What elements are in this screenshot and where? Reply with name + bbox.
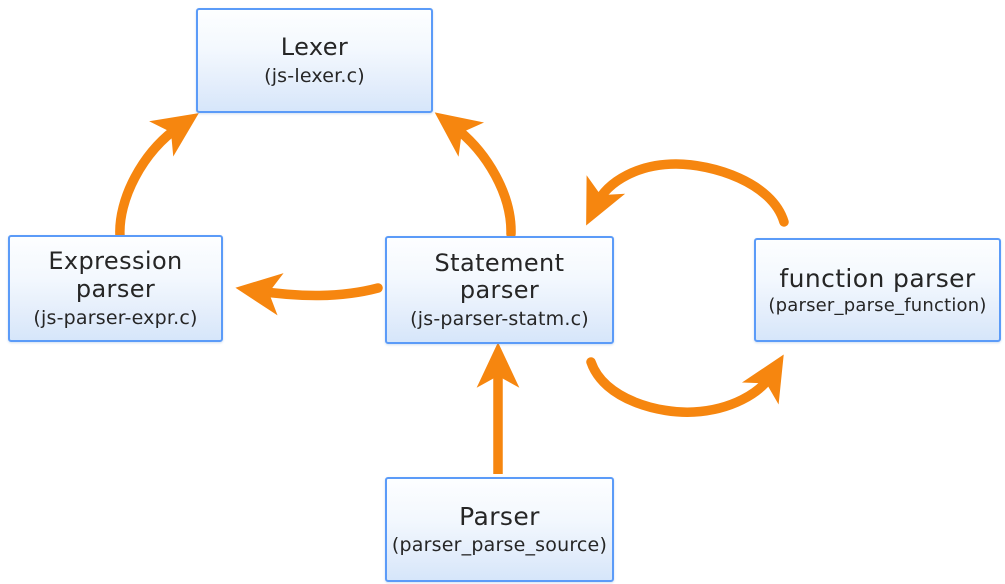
edge-statement-to-lexer — [434, 112, 516, 239]
node-lexer-title: Lexer — [280, 33, 349, 62]
node-function-parser[interactable]: function parser (parser_parse_function) — [754, 238, 1001, 342]
node-expression-parser[interactable]: Expression parser (js-parser-expr.c) — [8, 235, 223, 342]
node-lexer-subtitle: (js-lexer.c) — [264, 64, 365, 87]
node-statement-parser[interactable]: Statement parser (js-parser-statm.c) — [385, 236, 614, 344]
node-expression-parser-title: Expression parser — [48, 247, 183, 303]
edge-statement-to-function — [586, 354, 784, 417]
node-function-parser-subtitle: (parser_parse_function) — [768, 294, 987, 316]
node-parser-subtitle: (parser_parse_source) — [391, 534, 608, 557]
node-parser-title: Parser — [459, 502, 540, 532]
node-statement-parser-subtitle: (js-parser-statm.c) — [410, 308, 589, 331]
edge-function-to-statement — [586, 159, 789, 227]
edge-statement-to-expression — [235, 273, 383, 316]
edge-expression-to-lexer — [115, 113, 199, 241]
node-parser[interactable]: Parser (parser_parse_source) — [385, 477, 614, 582]
node-expression-parser-subtitle: (js-parser-expr.c) — [33, 306, 198, 329]
node-statement-parser-title: Statement parser — [434, 248, 565, 305]
node-lexer[interactable]: Lexer (js-lexer.c) — [196, 8, 433, 113]
node-function-parser-title: function parser — [779, 263, 976, 293]
